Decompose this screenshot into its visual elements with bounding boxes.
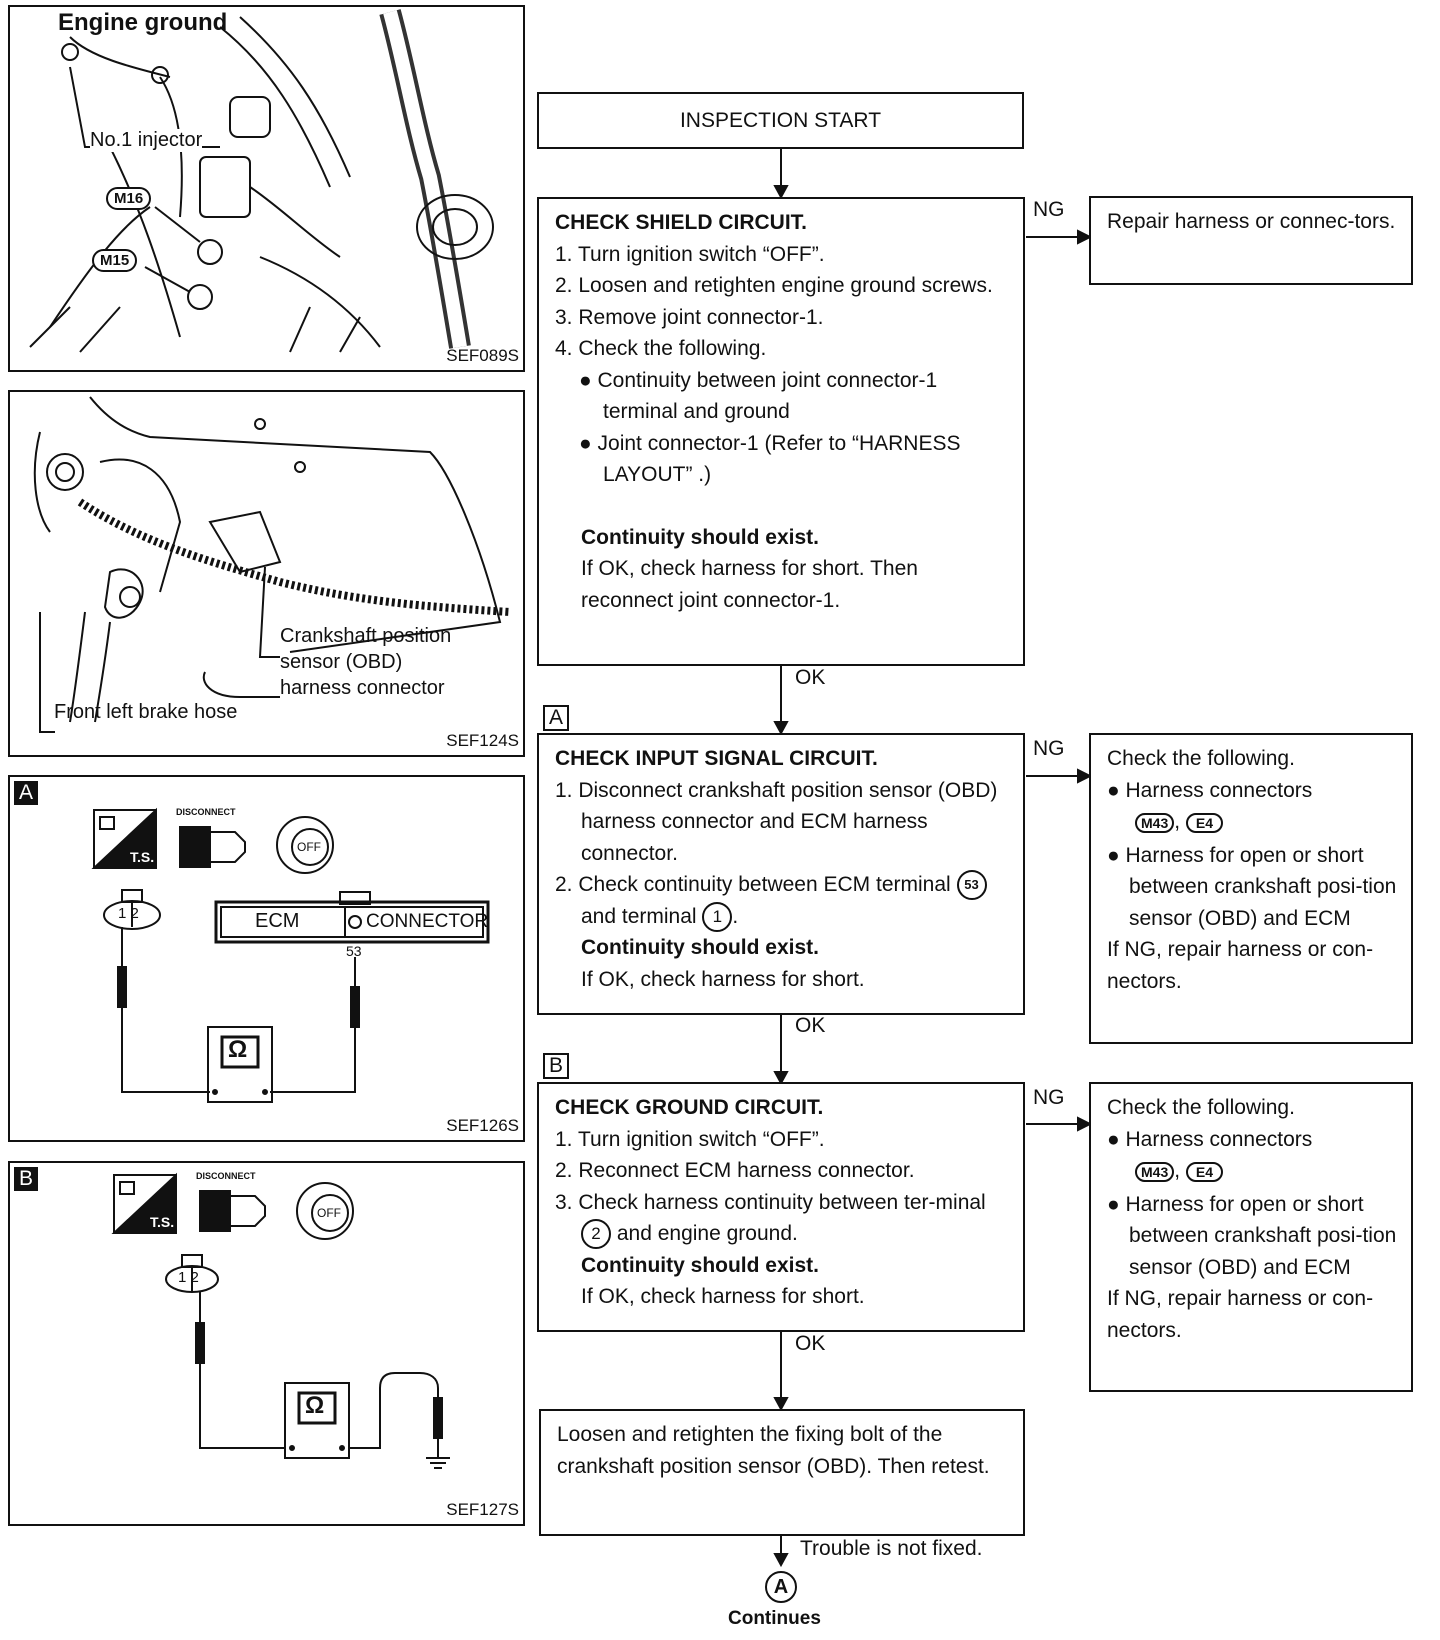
disconnect-label: DISCONNECT — [176, 807, 236, 817]
step-note: If OK, check harness for short. — [581, 967, 865, 991]
disconnect-label: DISCONNECT — [196, 1171, 256, 1181]
ts-label: T.S. — [150, 1214, 175, 1230]
final-action-box: Loosen and retighten the fixing bolt of … — [539, 1409, 1025, 1536]
connector-e4-badge: E4 — [1185, 1162, 1224, 1182]
trouble-not-fixed-label: Trouble is not fixed. — [800, 1537, 983, 1560]
check-shield-circuit-box: CHECK SHIELD CIRCUIT. 1. Turn ignition s… — [537, 197, 1025, 666]
terminal-1-circle: 1 — [702, 901, 733, 932]
check-input-signal-box: CHECK INPUT SIGNAL CIRCUIT. 1. Disconnec… — [537, 733, 1025, 1015]
step-item: 2. Loosen and retighten engine ground sc… — [555, 274, 993, 297]
ohm-symbol: Ω — [228, 1036, 248, 1063]
connector-m15-badge: M15 — [92, 249, 138, 272]
connector-m43-badge: M43 — [1135, 1162, 1175, 1182]
ng-action: Repair harness or connec-tors. — [1107, 210, 1396, 233]
final-action-text: Loosen and retighten the fixing bolt of … — [557, 1423, 990, 1478]
crank-label-line3: harness connector — [280, 677, 445, 699]
ohm-symbol: Ω — [305, 1392, 325, 1419]
step-item-text: and terminal — [581, 904, 697, 928]
figure-code: SEF126S — [446, 1116, 519, 1135]
step-title: CHECK GROUND CIRCUIT. — [555, 1096, 824, 1119]
terminal-2-circle: 2 — [581, 1219, 611, 1250]
figure-input-signal-test: A T.S. DISCONNECT OFF ECM — [8, 775, 525, 1142]
injector-label: No.1 injector — [90, 129, 203, 152]
figure-code: SEF127S — [446, 1500, 519, 1519]
connector-e4-badge: E4 — [1185, 813, 1224, 833]
continues-label: Continues — [728, 1608, 821, 1629]
pin-numbers: 1 2 — [178, 1269, 199, 1286]
terminal-53-label: 53 — [346, 943, 362, 959]
ts-label: T.S. — [130, 849, 155, 865]
ok-label: OK — [795, 666, 826, 689]
key-off-label: OFF — [297, 840, 321, 854]
ng-title: Check the following. — [1107, 1096, 1295, 1119]
step-item-text: and engine ground. — [616, 1222, 798, 1245]
figure-code: SEF089S — [446, 346, 519, 365]
figure-tag-b: B — [14, 1167, 38, 1191]
check-ground-circuit-box: CHECK GROUND CIRCUIT. 1. Turn ignition s… — [537, 1082, 1025, 1332]
input-signal-wiring-diagram — [91, 807, 490, 1103]
ng-title: Check the following. — [1107, 747, 1295, 770]
brake-hose-label: Front left brake hose — [54, 701, 238, 723]
check-following-box: Check the following. ● Harness connector… — [1089, 1082, 1413, 1392]
step-item: 1. Turn ignition switch “OFF”. — [555, 242, 825, 266]
ground-circuit-wiring-diagram — [111, 1172, 450, 1469]
step-item: 2. Reconnect ECM harness connector. — [555, 1159, 915, 1182]
ng-label: NG — [1033, 198, 1065, 221]
ng-note: If NG, repair harness or con-nectors. — [1107, 938, 1374, 993]
ng-connectors: M43, E4 — [1107, 806, 1399, 840]
figure-engine-ground: Engine ground No.1 injector M16 M15 SEF0… — [8, 5, 525, 372]
step-result: Continuity should exist. — [581, 1253, 820, 1277]
step-item: 1. Turn ignition switch “OFF”. — [555, 1127, 825, 1151]
figure-code: SEF124S — [446, 731, 519, 750]
ok-label: OK — [795, 1332, 826, 1355]
ng-note: If NG, repair harness or con-nectors. — [1107, 1287, 1374, 1342]
connector-m43-badge: M43 — [1135, 813, 1175, 833]
terminal-53-circle: 53 — [956, 870, 987, 901]
step-item: 4. Check the following. — [555, 337, 767, 360]
step-tag-a: A — [543, 705, 569, 731]
step-item-text: 2. Check continuity between ECM terminal — [555, 873, 951, 896]
engine-ground-illustration — [29, 9, 494, 353]
step-title: CHECK INPUT SIGNAL CIRCUIT. — [555, 747, 878, 770]
repair-harness-box: Repair harness or connec-tors. — [1089, 196, 1413, 285]
ng-bullet: ● Harness connectors — [1107, 1127, 1313, 1151]
step-note: If OK, check harness for short. — [581, 1285, 865, 1308]
step-bullet: ● Joint connector-1 (Refer to “HARNESS L… — [579, 431, 961, 487]
inspection-start-box: INSPECTION START — [537, 92, 1024, 149]
crankshaft-sensor-illustration — [33, 396, 511, 733]
figure-crankshaft-sensor-location: Crankshaft position sensor (OBD) harness… — [8, 390, 525, 757]
key-off-label: OFF — [317, 1206, 341, 1220]
engine-ground-title: Engine ground — [58, 9, 228, 36]
figure-tag-a: A — [14, 781, 38, 805]
step-result: Continuity should exist. — [581, 525, 820, 549]
ng-connectors: M43, E4 — [1107, 1155, 1399, 1189]
ng-bullet: ● Harness for open or short between cran… — [1107, 1192, 1397, 1279]
figure-ground-circuit-test: B T.S. DISCONNECT OFF 1 2 Ω SEF127S — [8, 1161, 525, 1526]
crank-label-line1: Crankshaft position — [280, 625, 452, 647]
pin-numbers: 1 2 — [118, 905, 139, 922]
step-item-text: 3. Check harness continuity between ter-… — [555, 1190, 986, 1214]
step-tag-b: B — [543, 1053, 569, 1079]
step-result: Continuity should exist. — [581, 936, 820, 959]
connector-label: CONNECTOR — [366, 911, 489, 932]
step-note: If OK, check harness for short. Then rec… — [581, 557, 918, 612]
ng-label: NG — [1033, 1086, 1065, 1109]
step-bullet: ● Continuity between joint connector-1 t… — [579, 368, 938, 424]
ecm-label: ECM — [255, 910, 300, 932]
ok-label: OK — [795, 1014, 826, 1037]
inspection-start-label: INSPECTION START — [679, 109, 882, 132]
step-item: 3. Remove joint connector-1. — [555, 305, 824, 329]
step-title: CHECK SHIELD CIRCUIT. — [555, 211, 808, 234]
check-following-box: Check the following. ● Harness connector… — [1089, 733, 1413, 1044]
crank-label-line2: sensor (OBD) — [280, 651, 403, 673]
ng-bullet: ● Harness for open or short between cran… — [1107, 843, 1397, 930]
step-item: 1. Disconnect crankshaft position sensor… — [555, 778, 998, 865]
step-item: 3. Check harness continuity between ter-… — [555, 1187, 1009, 1250]
connector-m16-badge: M16 — [106, 187, 152, 210]
continue-tag-a: A — [765, 1571, 797, 1603]
ng-bullet: ● Harness connectors — [1107, 778, 1313, 802]
step-item: 2. Check continuity between ECM terminal… — [555, 869, 1009, 932]
ng-label: NG — [1033, 737, 1065, 760]
